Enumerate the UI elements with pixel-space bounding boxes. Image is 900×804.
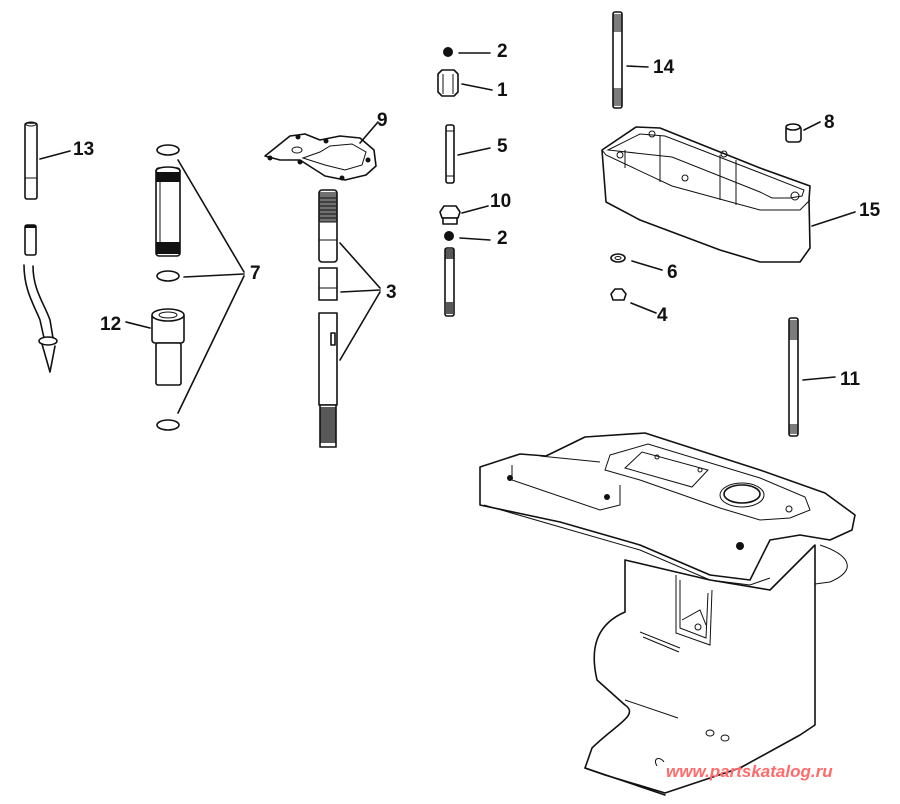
callout-2-top: 2 [497,41,508,62]
part-6-washer[interactable] [610,253,663,271]
callout-6: 6 [667,262,678,283]
callout-9: 9 [377,110,388,131]
part-4-nut[interactable] [610,288,657,314]
part-14-stud[interactable] [612,11,649,109]
callout-11: 11 [840,369,861,390]
part-13-water-tube[interactable] [23,121,71,373]
callout-3: 3 [386,282,397,303]
part-2-nut-top[interactable] [443,47,491,57]
callout-12: 12 [100,314,122,335]
callout-14: 14 [653,57,675,78]
part-2-nut-lower[interactable] [444,231,491,241]
part-10-plug[interactable] [439,205,489,225]
part-5-stud[interactable] [445,124,491,184]
part-7-o-rings[interactable] [156,144,245,431]
callout-2-lower: 2 [497,228,508,249]
part-3-drive-shaft[interactable] [318,189,381,448]
part-1-cap-nut[interactable] [437,69,493,97]
callout-7: 7 [250,263,261,284]
exhaust-housing[interactable] [479,432,856,796]
callout-1: 1 [497,80,508,101]
callout-13: 13 [73,139,95,160]
lower-stud[interactable] [444,247,455,317]
callout-5: 5 [497,136,508,157]
callout-8: 8 [824,112,835,133]
part-15-adaptor-housing[interactable] [601,126,856,263]
callout-10: 10 [490,191,512,212]
part-12-grommet[interactable] [125,308,185,386]
water-tube-grommet[interactable] [155,166,181,257]
watermark-text: www.partskatalog.ru [666,762,833,781]
callout-4: 4 [657,305,668,326]
callout-15: 15 [859,200,881,221]
part-8-sleeve[interactable] [785,121,821,143]
part-11-stud[interactable] [788,317,836,437]
part-9-gasket[interactable] [264,121,379,181]
